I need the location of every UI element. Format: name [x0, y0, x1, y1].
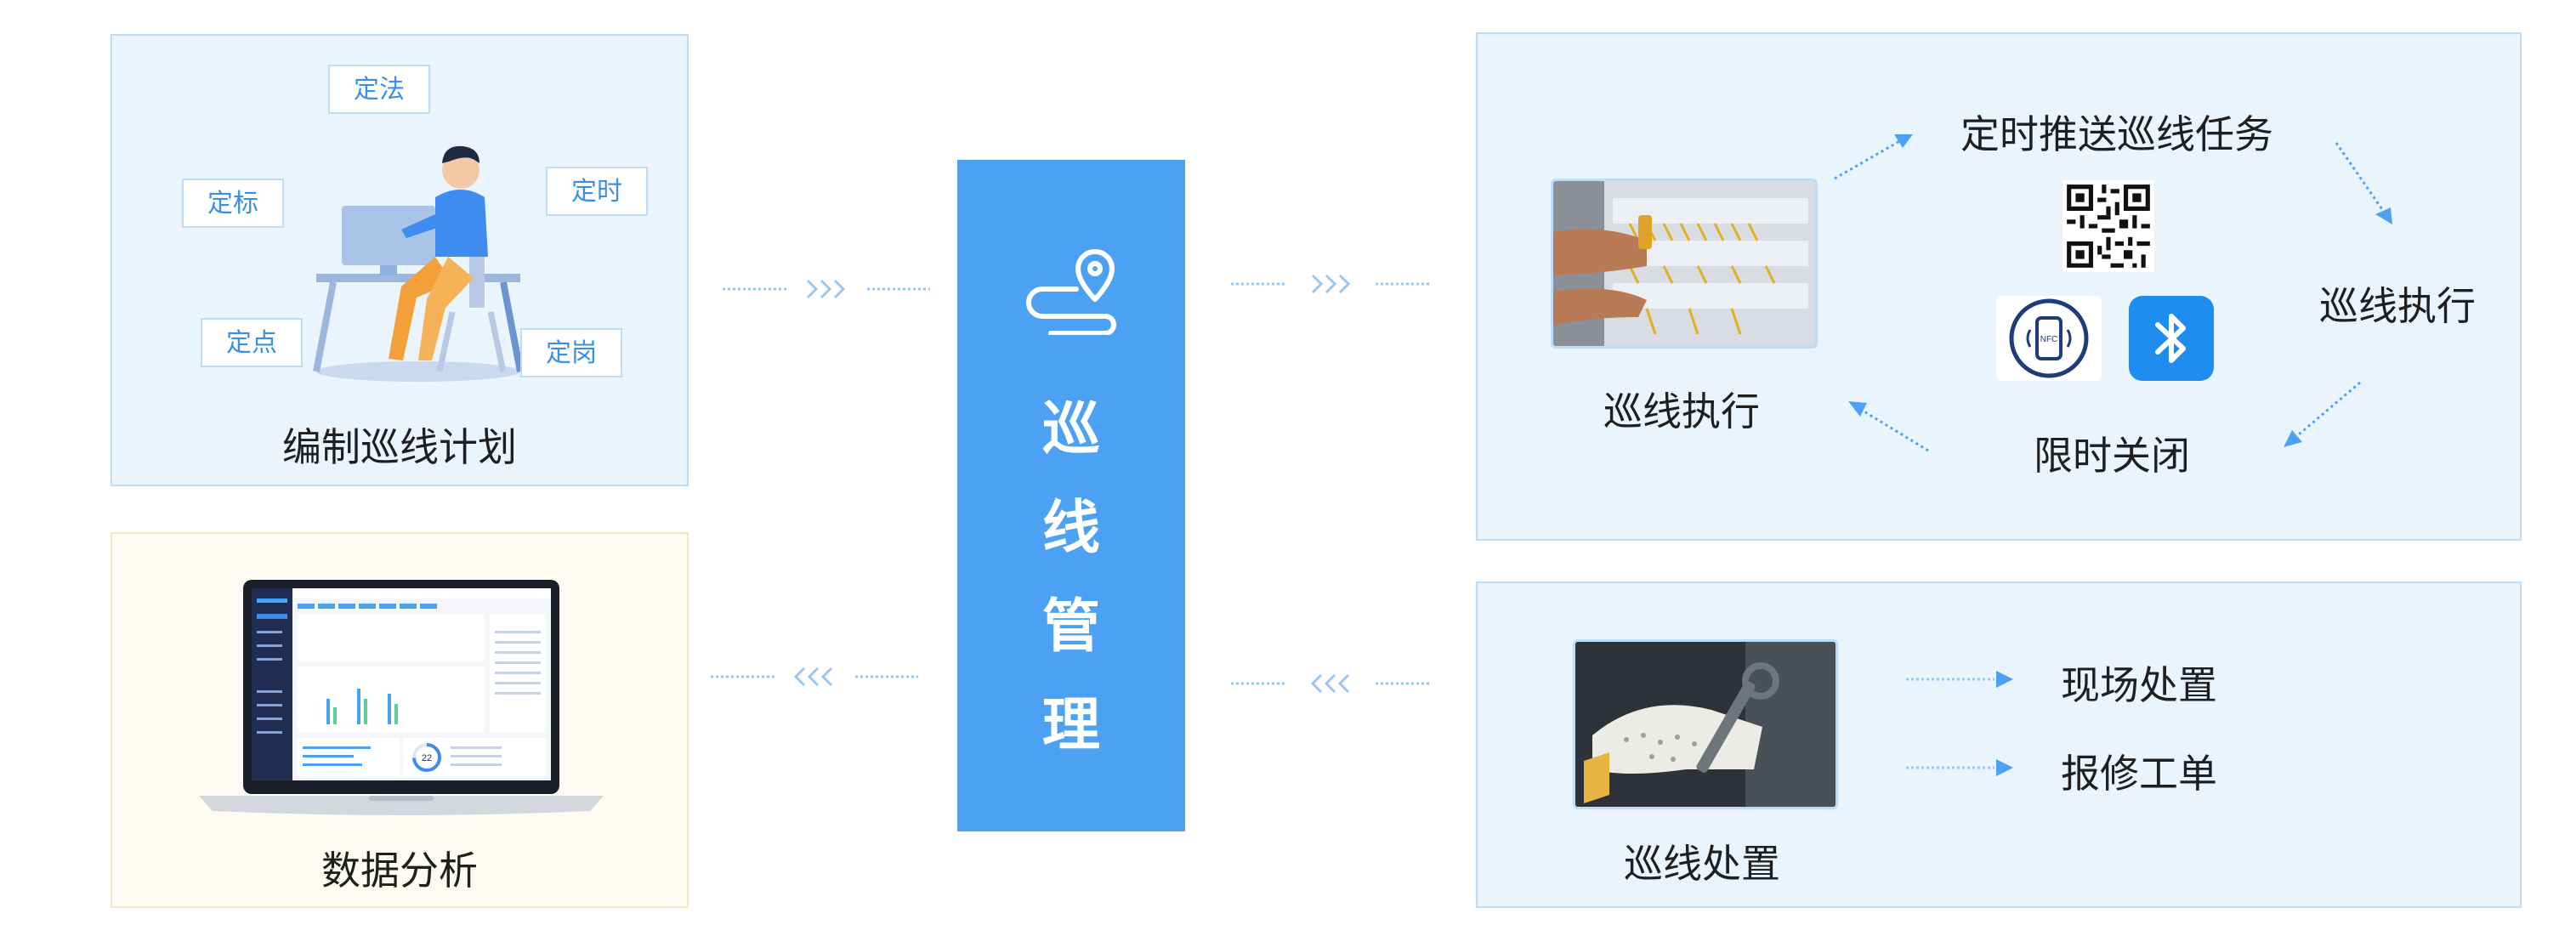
electrician-photo [1551, 179, 1818, 349]
execution-panel: 巡线执行 定时推送巡线任务 NFC 巡线 [1476, 32, 2522, 541]
patrol-management-center: 巡 线 管 理 [957, 160, 1185, 831]
tag-post: 定岗 [520, 328, 622, 377]
gauge-value: 22 [422, 753, 432, 763]
wrench-glove-image [1575, 642, 1836, 807]
center-title: 巡 线 管 理 [957, 381, 1185, 775]
electrical-panel-image [1553, 181, 1815, 346]
onsite-arrow [1906, 671, 2013, 688]
tag-point: 定点 [201, 318, 303, 367]
nfc-icon-label: NFC [2040, 335, 2058, 344]
bluetooth-icon [2129, 296, 2214, 381]
center-char-3: 管 [1041, 593, 1100, 661]
analysis-panel: 22 数据分析 [111, 532, 689, 908]
analysis-panel-title: 数据分析 [321, 848, 478, 893]
connector-plan-to-center [723, 279, 930, 299]
laptop-dashboard-illustration: 22 [199, 580, 604, 815]
gloved-hand-photo [1573, 639, 1838, 809]
repair-order-arrow [1906, 759, 2013, 776]
route-pin-icon [1026, 249, 1116, 335]
tag-method: 定法 [328, 65, 430, 114]
plan-panel: 定法 定标 定时 定点 定岗 编制巡线计划 [111, 34, 689, 486]
connector-disposal-to-center [1231, 673, 1432, 694]
qr-code-icon [2063, 180, 2154, 272]
connector-center-to-execution [1231, 274, 1432, 294]
onsite-label: 现场处置 [2061, 662, 2217, 708]
connector-center-to-analysis [711, 667, 918, 687]
repair-order-label: 报修工单 [2061, 751, 2217, 797]
person-at-desk-illustration [313, 145, 524, 382]
disposal-photo-caption: 巡线处置 [1624, 841, 1780, 887]
disposal-panel: 巡线处置 现场处置 报修工单 [1476, 581, 2522, 908]
center-char-1: 巡 [1041, 396, 1100, 463]
nfc-phone-icon: NFC [1996, 296, 2102, 381]
center-char-4: 理 [1041, 692, 1100, 759]
push-task-label: 定时推送巡线任务 [1960, 111, 2273, 157]
tag-standard: 定标 [182, 179, 284, 228]
center-char-2: 线 [1041, 495, 1100, 562]
tag-time: 定时 [546, 167, 648, 216]
limit-close-label: 限时关闭 [2034, 433, 2190, 479]
cycle-arrows [1834, 134, 2392, 452]
execute-label: 巡线执行 [2319, 283, 2476, 329]
execution-photo-caption: 巡线执行 [1603, 389, 1760, 434]
plan-panel-title: 编制巡线计划 [282, 424, 517, 470]
